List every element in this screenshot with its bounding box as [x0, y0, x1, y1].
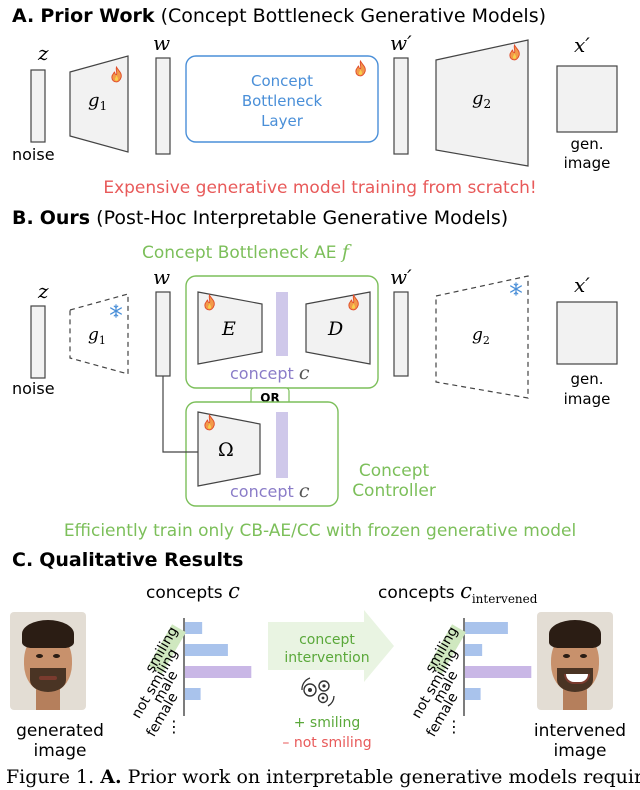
b-image-label: image — [564, 390, 611, 408]
a-gen-image-block — [556, 65, 618, 133]
section-a-title-rest: (Concept Bottleneck Generative Models) — [161, 5, 546, 27]
b-w-block — [155, 291, 171, 377]
a-w-prime-label: w′ — [390, 31, 412, 55]
a-cb-layer-line-3: Layer — [261, 112, 304, 130]
b-controller-connector — [162, 376, 198, 453]
figure-caption: Figure 1. A. Prior work on interpretable… — [6, 766, 640, 788]
figure-caption-prefix: Figure 1. — [6, 766, 94, 788]
a-g2-block — [435, 39, 529, 167]
b-caption: Efficiently train only CB-AE/CC with fro… — [64, 521, 576, 541]
c-generated-label: generated — [16, 721, 104, 741]
section-b-label: B. — [12, 207, 34, 229]
a-g1-label: g1 — [88, 90, 107, 113]
b-g1-block — [69, 293, 129, 375]
b-gen-image-block — [556, 301, 618, 365]
figure-caption-bold: A. — [99, 766, 121, 788]
figure-caption-text: Prior work on interpretable generative m… — [128, 766, 640, 788]
b-controller-label-1: Concept — [359, 461, 430, 481]
c-minus-not-smiling: – not smiling — [282, 735, 371, 751]
c-intervention-line-1: concept — [299, 632, 355, 648]
right-bar-smiling — [465, 622, 508, 634]
section-b-title: B. Ours (Post-Hoc Interpretable Generati… — [12, 207, 508, 229]
section-c-label: C. — [12, 549, 33, 571]
section-a-title: A. Prior Work (Concept Bottleneck Genera… — [12, 5, 546, 27]
a-w-block — [155, 57, 171, 155]
section-c-title-bold: Qualitative Results — [39, 549, 243, 571]
section-a-title-bold: Prior Work — [40, 5, 155, 27]
c-intervention-arrow — [268, 610, 394, 682]
a-image-label: image — [564, 154, 611, 172]
right-bar-not-smiling — [465, 644, 483, 656]
b-cbae-label: Concept Bottleneck AE f — [142, 241, 352, 263]
b-w-prime-block — [393, 291, 409, 377]
a-cb-layer-line-2: Bottleneck — [242, 92, 323, 110]
generated-face-image — [10, 612, 86, 710]
b-z-label: z — [37, 279, 49, 303]
right-label-highlight — [428, 624, 466, 674]
b-concept-label-top: concept c — [230, 362, 310, 384]
intervened-face-image — [537, 612, 613, 710]
b-g2-label: g2 — [472, 325, 490, 347]
b-noise-label: noise — [12, 379, 55, 398]
a-w-prime-block — [393, 57, 409, 155]
b-concept-bar — [276, 292, 288, 356]
left-bar-not-smiling — [185, 644, 228, 656]
b-w-prime-label: w′ — [390, 265, 412, 289]
b-encoder-block — [197, 291, 263, 365]
right-bar-female — [465, 688, 481, 700]
right-ellipsis: ⋮ — [446, 717, 462, 736]
a-noise-block — [30, 69, 46, 143]
b-x-prime-label: x′ — [574, 273, 590, 297]
c-intervention-line-2: intervention — [284, 650, 369, 666]
a-cb-layer-box — [185, 55, 379, 143]
b-controller-label-2: Controller — [352, 481, 436, 501]
a-z-label: z — [37, 41, 49, 65]
b-noise-block — [30, 305, 46, 379]
a-noise-label: noise — [12, 145, 55, 164]
a-w-label: w — [153, 31, 170, 55]
section-a-label: A. — [12, 5, 34, 27]
a-cb-layer-line-1: Concept — [251, 72, 313, 90]
b-g2-block — [435, 275, 529, 399]
c-generated-image-label: image — [34, 741, 87, 761]
b-g1-label: g1 — [88, 325, 106, 347]
a-caption: Expensive generative model training from… — [103, 178, 536, 198]
c-intervened-label: intervened — [534, 721, 626, 741]
left-bar-smiling — [185, 622, 203, 634]
c-intervened-image-label: image — [554, 741, 607, 761]
b-decoder-label: D — [327, 318, 343, 340]
b-gen-label: gen. — [570, 370, 603, 388]
gear-icon — [301, 677, 335, 707]
section-c-title: C. Qualitative Results — [12, 549, 243, 571]
a-gen-label: gen. — [570, 135, 603, 153]
left-label-highlight — [148, 624, 186, 674]
b-w-label: w — [153, 265, 170, 289]
c-concepts-left-label: concepts c — [146, 579, 240, 603]
section-b-title-bold: Ours — [40, 207, 90, 229]
b-concept-label-bottom: concept c — [230, 480, 310, 502]
a-x-prime-label: x′ — [574, 33, 590, 57]
b-encoder-label: E — [221, 318, 236, 340]
right-bar-male — [465, 666, 532, 678]
a-g2-label: g2 — [472, 88, 491, 111]
section-b-title-rest: (Post-Hoc Interpretable Generative Model… — [96, 207, 508, 229]
left-ellipsis: ⋮ — [166, 717, 182, 736]
b-controller-concept-bar — [276, 412, 288, 478]
b-omega-block — [197, 411, 261, 487]
c-plus-smiling: + smiling — [294, 715, 361, 731]
left-bar-male — [185, 666, 252, 678]
b-omega-label: Ω — [218, 439, 234, 461]
c-concepts-right-label: concepts cintervened — [378, 579, 538, 606]
left-bar-female — [185, 688, 201, 700]
